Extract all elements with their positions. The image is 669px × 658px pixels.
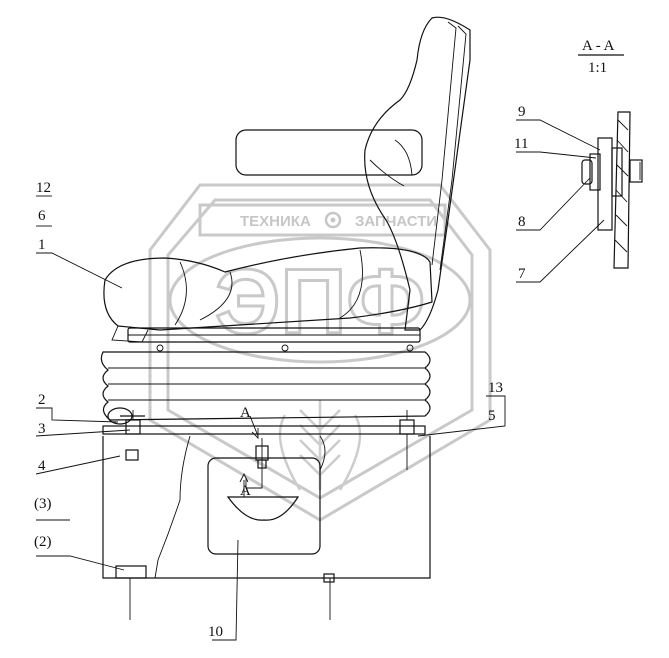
cut-mark-lower: A	[240, 483, 251, 499]
watermark-text-right: ЗАПЧАСТИ	[355, 213, 437, 230]
callout-11: 11	[514, 136, 528, 152]
callout-3: 3	[38, 421, 46, 437]
gear-icon	[324, 211, 342, 229]
callout-10: 10	[208, 624, 223, 640]
watermark-shield	[148, 183, 492, 522]
backrest	[364, 16, 471, 331]
cover-panel: A	[207, 457, 321, 555]
leader-lines	[35, 119, 605, 641]
watermark: ТЕХНИКА ЗАПЧАСТИ ЭПФ	[148, 183, 492, 522]
seat-frame	[127, 327, 421, 352]
callout-9: 9	[518, 104, 526, 120]
callout-3-paren: (3)	[34, 496, 52, 512]
adjustment-lever	[107, 407, 145, 425]
section-title: A - A	[582, 38, 615, 54]
callout-1: 1	[38, 237, 46, 253]
callout-7: 7	[518, 266, 526, 282]
watermark-logo-ellipse	[168, 236, 472, 364]
watermark-logo-text: ЭПФ	[215, 251, 425, 353]
callout-8: 8	[518, 214, 526, 230]
base-plate	[102, 410, 426, 470]
callout-5: 5	[488, 408, 496, 424]
watermark-banner	[198, 203, 447, 237]
section-scale: 1:1	[588, 60, 607, 76]
armrest-pad	[235, 129, 423, 176]
callouts: 12 6 1 2 3 4 (3) (2) 10 13 5 9 11 8 7	[34, 104, 528, 640]
watermark-shield-inner	[166, 198, 474, 500]
seat-base-box	[102, 435, 431, 620]
callout-13: 13	[488, 380, 503, 396]
seat-cushion	[103, 247, 433, 343]
section-aa-detail: A - A 1:1	[578, 38, 643, 269]
section-cut-mark: A	[240, 405, 269, 489]
callout-4: 4	[38, 458, 46, 474]
callout-2: 2	[38, 392, 46, 408]
cut-mark-upper: A	[240, 405, 251, 421]
callout-12: 12	[36, 180, 51, 196]
watermark-text-left: ТЕХНИКА	[240, 213, 311, 230]
callout-6: 6	[38, 208, 46, 224]
suspension-bellows	[100, 351, 431, 421]
callout-2-paren: (2)	[34, 534, 52, 550]
